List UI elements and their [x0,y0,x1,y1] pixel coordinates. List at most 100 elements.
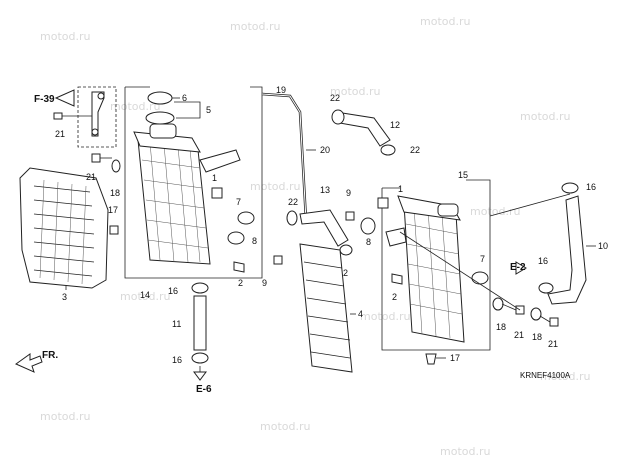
hose-clamp [191,352,209,364]
right-hose [547,195,587,305]
inlet-pipe [385,227,407,247]
part-label: 7 [480,254,485,264]
part-label: 18 [496,322,506,332]
grommet [471,271,489,285]
watermark: motod.ru [420,15,470,28]
watermark: motod.ru [40,410,90,423]
part-label: 22 [330,93,340,103]
watermark: motod.ru [360,310,410,323]
part-label: 3 [62,292,67,302]
washer [530,307,542,321]
part-label: 5 [206,105,211,115]
part-label: 10 [598,241,608,251]
hose-clamp [380,144,396,156]
lower-hose [193,295,207,351]
ref-e6: E-6 [196,384,212,395]
bracket-assembly: F-39 21 [34,86,117,148]
right-radiator-group: 15 1 2 7 [377,170,491,351]
watermark: motod.ru [470,205,520,218]
overflow-tube: 19 20 [261,85,330,221]
center-radiator-grille: 4 [299,243,363,373]
collar [360,217,376,235]
part-label: 7 [236,197,241,207]
ref-e2: E-2 [510,262,526,273]
washer [492,297,504,311]
part-label: 15 [458,170,468,180]
grommet [237,211,255,225]
center-hose-group: 22 13 22 [286,185,353,278]
watermark: motod.ru [40,30,90,43]
part-label: 4 [358,309,363,319]
hose-clamp [331,109,345,125]
part-label: 19 [276,85,286,95]
arrow-down-icon [193,371,207,381]
part-label: 2 [238,278,243,288]
part-label: 1 [398,184,403,194]
ref-f39: F-39 [34,94,55,105]
hose-clamp [538,282,554,294]
clip [425,353,437,365]
front-arrow-icon [14,353,43,373]
part-label: 13 [320,185,330,195]
filler-neck [437,203,459,217]
hose-clamp [561,182,579,194]
part-label: 1 [212,173,217,183]
arrow-left-icon [54,89,75,107]
part-label: 11 [172,319,181,329]
part-label: 8 [252,236,257,246]
part-label: 20 [320,145,330,155]
part-label: 16 [168,286,178,296]
right-hardware: 18 21 18 21 17 [399,231,559,365]
bolt [53,112,63,120]
part-label: 16 [172,355,182,365]
part-label: 21 [55,129,65,139]
part-label: 14 [140,290,150,300]
clip [109,225,119,235]
part-label: 21 [514,330,524,340]
left-radiator-group: 14 6 5 1 7 8 2 [124,86,263,300]
part-label: 6 [182,93,187,103]
part-label: 2 [392,292,397,302]
part-label: 16 [538,256,548,266]
part-label: 17 [450,353,460,363]
cap-seal [145,111,175,125]
watermark: motod.ru [540,370,590,383]
part-label: 9 [262,278,267,288]
left-radiator-shroud: 3 [19,167,109,302]
center-hose [299,209,349,247]
collar [227,231,245,245]
part-label: 18 [110,188,120,198]
hose-clamp [339,244,353,256]
bracket-detail-box [77,86,117,148]
clip [391,273,403,285]
mount-bracket [91,91,105,137]
group-bracket [381,179,491,351]
front-direction-indicator: FR. [14,350,58,373]
damper-block [211,187,223,199]
part-label: 18 [532,332,542,342]
watermark: motod.ru [520,110,570,123]
left-radiator-core [137,139,211,265]
right-hose-group: 16 10 16 E-2 [489,182,608,305]
hose-clamp [286,210,298,226]
watermark: motod.ru [440,445,490,458]
part-label: 22 [410,145,420,155]
watermark: motod.ru [330,85,380,98]
washer [111,159,121,173]
center-hardware: 9 8 9 [262,188,376,288]
part-label: 16 [586,182,596,192]
group-bracket [124,86,263,279]
part-label: 8 [366,237,371,247]
watermark: motod.ru [110,100,160,113]
filler-neck [149,123,177,139]
upper-hose-group: 22 22 12 [330,93,420,156]
part-label: 22 [338,268,348,278]
outlet-pipe [199,149,241,173]
diagram-code: KRNEF4100A [520,371,571,380]
damper-block [377,197,389,209]
watermark: motod.ru [120,290,170,303]
ref-fr: FR. [42,350,58,361]
watermark: motod.ru [250,180,300,193]
